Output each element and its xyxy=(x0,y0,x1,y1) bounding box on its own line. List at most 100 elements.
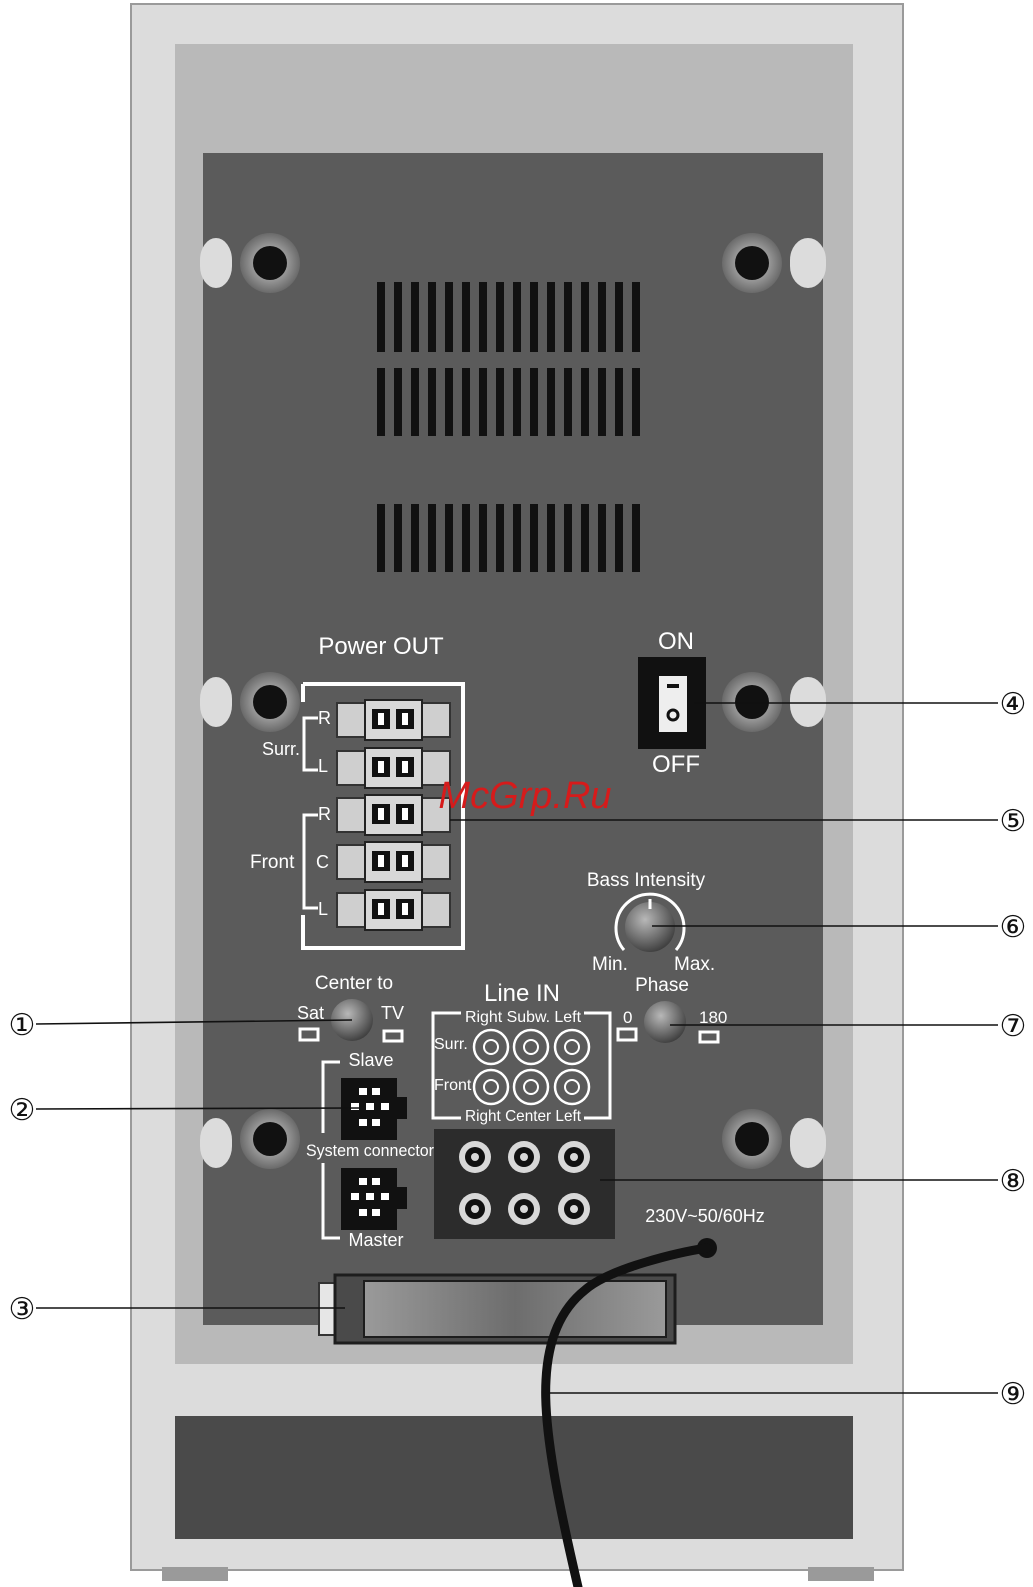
rca-jack[interactable] xyxy=(459,1193,491,1225)
vent-slot xyxy=(462,368,470,436)
terminal-lever-right xyxy=(422,845,450,879)
callout-1: ① xyxy=(9,1008,36,1043)
label-mains: 230V~50/60Hz xyxy=(645,1206,765,1226)
vent-slot xyxy=(632,504,640,572)
callout-9: ⑨ xyxy=(1000,1377,1027,1412)
vent-slot xyxy=(496,282,504,352)
label-power-out: Power OUT xyxy=(318,633,444,660)
label-center-to: Center to xyxy=(315,973,393,994)
label-surr-r: R xyxy=(318,708,331,728)
terminal-slot xyxy=(402,903,408,915)
vent-slot xyxy=(377,368,385,436)
label-phase-0: 0 xyxy=(623,1008,632,1027)
callout-2: ② xyxy=(9,1093,36,1128)
vent-slot xyxy=(581,504,589,572)
terminal-lever-right xyxy=(422,703,450,737)
callout-7: ⑦ xyxy=(1000,1009,1027,1044)
vent-slot xyxy=(479,504,487,572)
rca-pin xyxy=(520,1205,528,1213)
vent-slot xyxy=(530,368,538,436)
terminal-slot xyxy=(402,761,408,773)
vent-slot xyxy=(513,282,521,352)
vent-slot xyxy=(513,368,521,436)
label-front-r: R xyxy=(318,804,331,824)
terminal-slot xyxy=(378,808,384,820)
rca-pin xyxy=(570,1205,578,1213)
label-line-top: Right Subw. Left xyxy=(465,1009,582,1026)
label-front: Front xyxy=(250,852,295,873)
power-out-terminals[interactable] xyxy=(337,700,450,930)
watermark: McGrp.Ru xyxy=(438,775,611,817)
vent-slot xyxy=(428,368,436,436)
vent-slot xyxy=(564,504,572,572)
vent-slot xyxy=(445,368,453,436)
rca-jack[interactable] xyxy=(508,1193,540,1225)
terminal-slot xyxy=(402,808,408,820)
terminal-lever-left xyxy=(337,845,365,879)
rca-jack[interactable] xyxy=(558,1141,590,1173)
vent-slot xyxy=(564,282,572,352)
label-line-front: Front xyxy=(434,1077,472,1094)
cabinet-base xyxy=(175,1416,853,1539)
label-phase-180: 180 xyxy=(699,1008,727,1027)
carry-handle[interactable] xyxy=(319,1275,675,1343)
speaker-terminal[interactable] xyxy=(337,842,450,882)
vent-slot xyxy=(411,282,419,352)
vent-slot xyxy=(462,504,470,572)
vent-slot xyxy=(530,504,538,572)
label-max: Max. xyxy=(674,954,715,975)
terminal-slot xyxy=(402,855,408,867)
vent-slot xyxy=(615,368,623,436)
label-front-c: C xyxy=(316,852,329,872)
vent-slot xyxy=(513,504,521,572)
label-min: Min. xyxy=(592,954,628,975)
callout-4: ④ xyxy=(1000,687,1027,722)
vent-slot xyxy=(581,282,589,352)
vent-slot xyxy=(428,282,436,352)
speaker-terminal[interactable] xyxy=(337,795,450,835)
rca-jack[interactable] xyxy=(558,1193,590,1225)
vent-slot xyxy=(411,504,419,572)
vent-slot xyxy=(547,282,555,352)
vent-slot xyxy=(377,282,385,352)
terminal-lever-left xyxy=(337,703,365,737)
terminal-lever-left xyxy=(337,751,365,785)
label-line-bottom: Right Center Left xyxy=(465,1108,582,1125)
terminal-slot xyxy=(378,761,384,773)
vent-slot xyxy=(632,368,640,436)
rca-pin xyxy=(570,1153,578,1161)
vent-slot xyxy=(598,282,606,352)
vent-slot xyxy=(445,504,453,572)
vent-slot xyxy=(564,368,572,436)
terminal-lever-left xyxy=(337,893,365,927)
vent-slot xyxy=(615,504,623,572)
speaker-terminal[interactable] xyxy=(337,748,450,788)
vent-slot xyxy=(394,282,402,352)
vent-slot xyxy=(547,504,555,572)
vent-slot xyxy=(615,282,623,352)
label-on: ON xyxy=(658,628,694,655)
label-line-in: Line IN xyxy=(484,980,560,1007)
vent-slot xyxy=(530,282,538,352)
vent-slot xyxy=(394,368,402,436)
label-surr: Surr. xyxy=(262,739,300,759)
terminal-slot xyxy=(402,713,408,725)
label-front-l: L xyxy=(318,899,328,919)
vent-slot xyxy=(547,368,555,436)
cabinet-foot-left xyxy=(162,1567,228,1581)
vent-slot xyxy=(598,504,606,572)
cabinet-foot-right xyxy=(808,1567,874,1581)
label-tv: TV xyxy=(381,1003,404,1023)
speaker-terminal[interactable] xyxy=(337,890,450,930)
cabinet-lower-strip xyxy=(175,1364,853,1416)
label-master: Master xyxy=(348,1230,403,1250)
rca-jack[interactable] xyxy=(508,1141,540,1173)
terminal-lever-right xyxy=(422,893,450,927)
vent-slot xyxy=(411,368,419,436)
phase-knob[interactable] xyxy=(644,1001,686,1043)
rca-jack[interactable] xyxy=(459,1141,491,1173)
vent-slot xyxy=(496,504,504,572)
speaker-terminal[interactable] xyxy=(337,700,450,740)
vent-slot xyxy=(428,504,436,572)
vent-slot xyxy=(581,368,589,436)
